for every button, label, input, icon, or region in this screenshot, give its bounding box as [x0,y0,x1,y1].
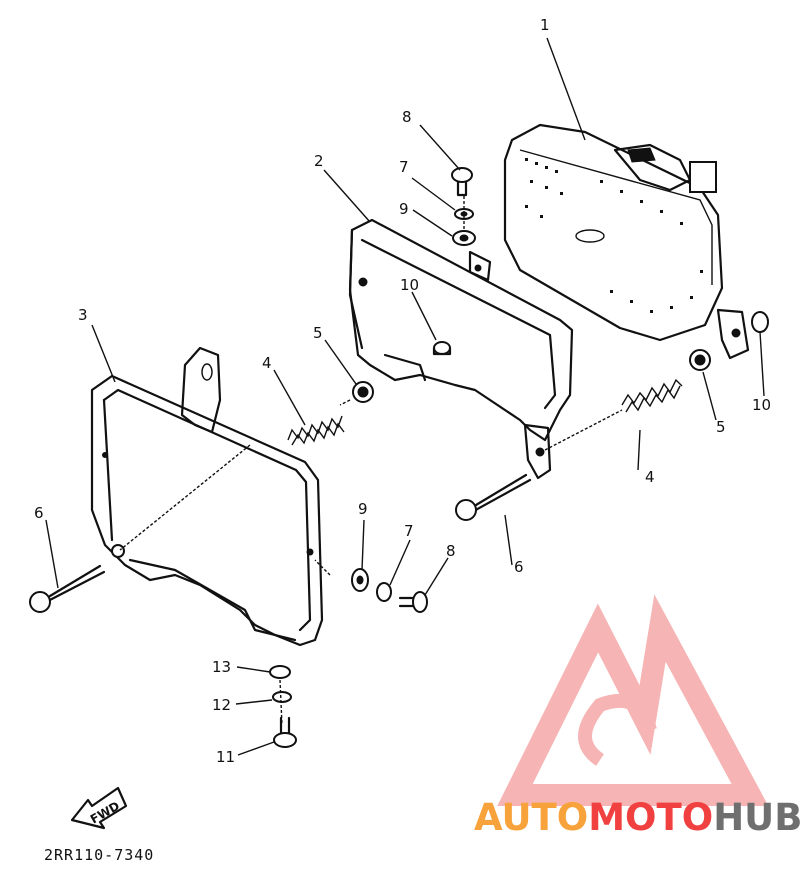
lock-washer-bottom [272,691,292,703]
headlight-unit [503,123,750,360]
inner-bracket [348,218,574,480]
callout-9-lower: 9 [358,500,368,518]
callout-3: 3 [78,306,88,324]
callout-7-lower: 7 [404,522,414,540]
leader-lines [45,37,765,756]
part-code: 2RR110-7340 [44,846,155,864]
nut-right [689,349,711,371]
washer-upper [452,230,476,246]
callout-7-upper: 7 [399,158,409,176]
direction-label: FWD [88,799,122,827]
callout-labels: 1 2 3 4 4 5 5 6 6 7 7 8 8 9 9 10 10 11 1… [34,16,771,766]
callout-5-left: 5 [313,324,323,342]
nut-left [352,381,374,403]
callout-10-center: 10 [400,276,419,294]
watermark-auto: AUTO [474,796,588,839]
callout-8-upper: 8 [402,108,412,126]
callout-10-right: 10 [752,396,771,414]
adjusting-spring-left [287,415,345,446]
adjusting-spring-right [621,378,683,413]
screw-upper [451,167,473,197]
callout-2: 2 [314,152,324,170]
lock-washer-lower [376,582,392,602]
callout-9-upper: 9 [399,200,409,218]
callout-8-lower: 8 [446,542,456,560]
screw-lower [398,591,428,613]
watermark-hub: HUB [713,796,800,839]
watermark-logo [497,594,769,806]
callout-5-right: 5 [716,418,726,436]
washer-bottom [269,665,291,679]
watermark-text: AUTOMOTOHUB [474,796,800,839]
washer-lower [351,568,369,592]
collar-center [432,341,452,356]
adjusting-screw-right [455,473,532,521]
callout-4-right: 4 [645,468,655,486]
callout-4-left: 4 [262,354,272,372]
callout-6-right: 6 [514,558,524,576]
adjusting-screw-left [29,564,106,613]
callout-1: 1 [540,16,550,34]
callout-12: 12 [212,696,231,714]
forward-direction-arrow: FWD [70,786,128,830]
callout-11: 11 [216,748,235,766]
watermark-moto: MOTO [588,796,713,839]
callout-6-left: 6 [34,504,44,522]
outer-rim-frame [90,346,324,647]
screw-bottom [273,716,297,748]
callout-13: 13 [212,658,231,676]
collar-right [751,311,769,333]
